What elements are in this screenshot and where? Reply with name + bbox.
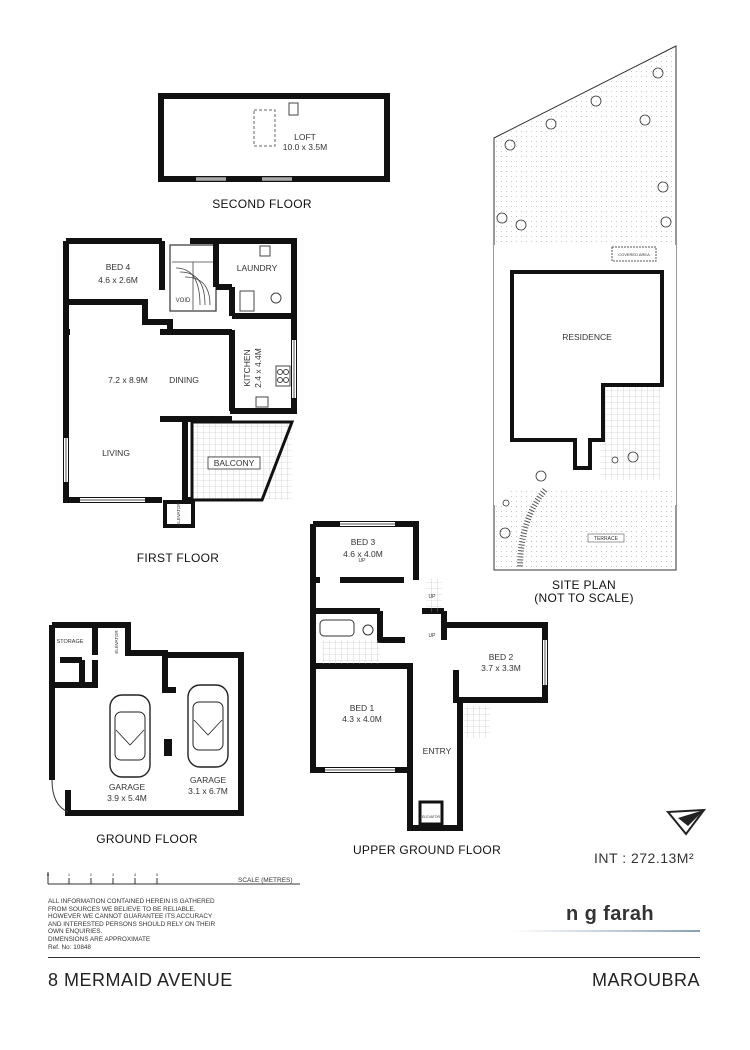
second-floor-label: SECOND FLOOR (212, 197, 312, 211)
upper-ground-floor-plan: UP UP UP BED 3 4.6 x 4.0M BED 2 3.7 x 3.… (310, 521, 548, 857)
room-dims-living: 7.2 x 8.9M (108, 375, 148, 385)
disclaimer-line: ALL INFORMATION CONTAINED HEREIN IS GATH… (48, 898, 215, 905)
car-icon (109, 694, 151, 778)
disclaimer-line: DIMENSIONS ARE APPROXIMATE (48, 935, 151, 943)
disclaimer-line: Ref. No: 10848 (48, 943, 91, 951)
room-label-elevator-ground: ELEVATOR (114, 630, 119, 654)
room-label-loft: LOFT (294, 132, 316, 142)
upper-ground-floor-label: UPPER GROUND FLOOR (353, 843, 501, 857)
room-label-garage2: GARAGE (190, 775, 227, 785)
scale-tick-label: 1 (68, 872, 71, 877)
north-arrow-icon (665, 808, 707, 836)
site-plan-note: (NOT TO SCALE) (534, 591, 634, 605)
room-label-bed4: BED 4 (106, 262, 131, 272)
car-icon (187, 684, 229, 768)
ground-floor-label: GROUND FLOOR (96, 832, 198, 846)
disclaimer-line: FROM SOURCES WE BELIEVE TO BE RELIABLE. (48, 905, 196, 913)
site-plan-label: SITE PLAN (552, 578, 616, 592)
room-label-laundry: LAUNDRY (237, 263, 278, 273)
disclaimer-line: OWN ENQUIRIES. (48, 928, 103, 936)
stair-up-label: UP (429, 594, 437, 600)
room-label-dining: DINING (169, 375, 199, 385)
site-label-terrace: TERRACE (594, 536, 619, 542)
property-address: 8 MERMAID AVENUE (48, 970, 233, 990)
room-label-elevator-upper: ELEVATOR (422, 815, 441, 819)
room-dims-garage1: 3.9 x 5.4M (107, 793, 147, 803)
brand-logo: n g farah (566, 903, 655, 925)
room-label-storage: STORAGE (57, 639, 84, 645)
disclaimer-line: HOWEVER WE CANNOT GUARANTEE ITS ACCURACY (48, 913, 213, 921)
room-label-balcony: BALCONY (214, 458, 255, 468)
room-label-bed1: BED 1 (350, 703, 375, 713)
room-dims-bed1: 4.3 x 4.0M (342, 714, 382, 724)
room-label-bed3: BED 3 (351, 537, 376, 547)
scale-tick-label: 2 (90, 872, 93, 877)
property-suburb: MAROUBRA (591, 970, 700, 990)
stair-up-label: UP (359, 558, 367, 564)
second-floor-plan: LOFT 10.0 x 3.5M SECOND FLOOR (158, 93, 390, 211)
room-label-entry: ENTRY (423, 746, 452, 756)
room-label-living: LIVING (102, 448, 130, 458)
room-label-kitchen: KITCHEN (242, 349, 252, 386)
disclaimer-line: AND INTERESTED PERSONS SHOULD RELY ON TH… (48, 920, 216, 928)
disclaimer: ALL INFORMATION CONTAINED HEREIN IS GATH… (48, 898, 215, 951)
scale-tick-label: 4 (134, 872, 137, 877)
scale-tick-label: 5 (156, 872, 159, 877)
stair-up-label: UP (429, 633, 437, 639)
room-dims-garage2: 3.1 x 6.7M (188, 786, 228, 796)
first-floor-label: FIRST FLOOR (137, 551, 219, 565)
room-label-elevator-first: ELEVATOR (176, 502, 181, 526)
room-dims-kitchen: 2.4 x 4.4M (253, 348, 263, 388)
site-label-covered-area: COVERED AREA (618, 252, 650, 257)
site-label-residence: RESIDENCE (562, 332, 612, 342)
room-label-void: VOID (176, 298, 191, 304)
ground-floor-plan: STORAGE ELEVATOR GARAGE 3.9 x 5.4M GARAG… (49, 622, 244, 846)
room-label-garage1: GARAGE (109, 782, 146, 792)
scale-tick-label: 0 (47, 872, 50, 877)
internal-area: INT : 272.13M² (594, 850, 695, 866)
brand-underline (512, 930, 700, 932)
scale-tick-label: 3 (112, 872, 115, 877)
footer-divider (48, 957, 700, 958)
first-floor-plan: BED 4 4.6 x 2.6M LAUNDRY VOID KITCHEN 2.… (63, 238, 297, 565)
scale-bar: 0 1 2 3 4 5 (47, 872, 300, 885)
room-dims-bed4: 4.6 x 2.6M (98, 275, 138, 285)
room-label-bed2: BED 2 (489, 652, 514, 662)
scale-label: SCALE (METRES) (238, 877, 293, 884)
room-dims-bed2: 3.7 x 3.3M (481, 663, 521, 673)
site-plan: RESIDENCE TERRACE COVERED AREA SITE PLAN… (493, 45, 677, 605)
room-dims-bed3: 4.6 x 4.0M (343, 549, 383, 559)
room-dims-loft: 10.0 x 3.5M (283, 142, 327, 152)
